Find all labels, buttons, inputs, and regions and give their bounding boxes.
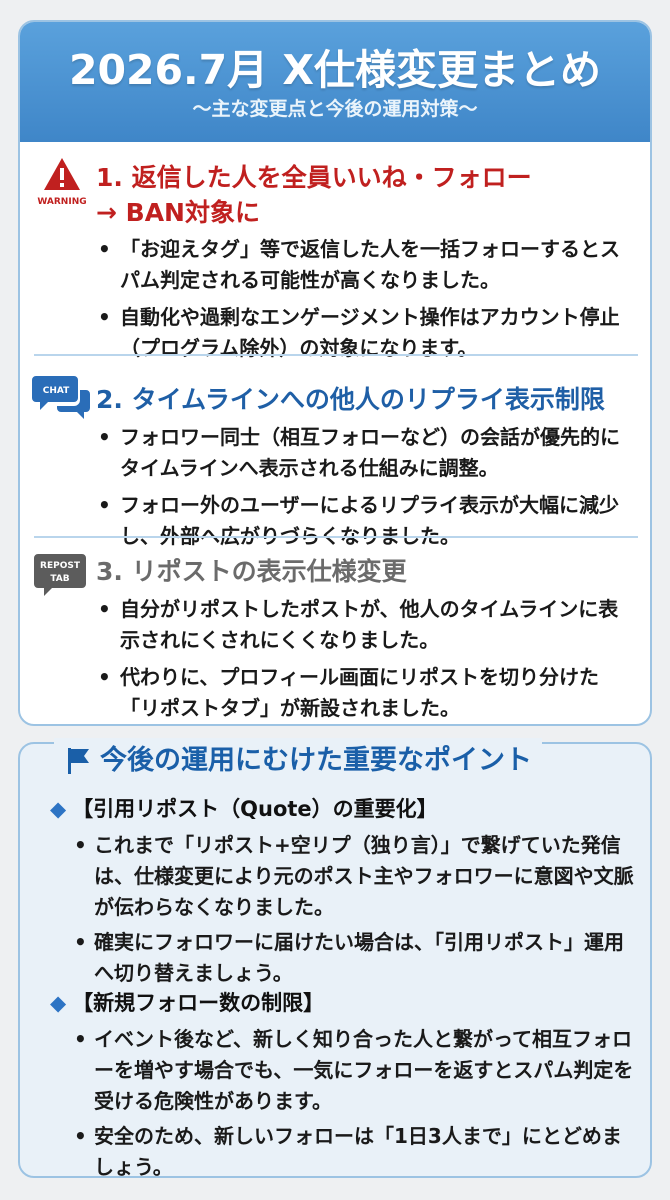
section-1-title-line2: → BAN対象に [96, 198, 260, 227]
list-item: 自分がリポストしたポストが、他人のタイムラインに表示されにくされにくくなりました… [98, 594, 638, 656]
points-title-wrap: 今後の運用にむけた重要なポイント [54, 738, 542, 784]
list-item: 代わりに、プロフィール画面にリポストを切り分けた「リポストタブ」が新設されました… [98, 662, 638, 724]
divider [34, 354, 638, 356]
section-1-title: 1. 返信した人を全員いいね・フォロー → BAN対象に [96, 160, 532, 230]
point-1-head: ◆【引用リポスト（Quote）の重要化】 [50, 794, 438, 824]
divider [34, 536, 638, 538]
page-subtitle: 〜主な変更点と今後の運用対策〜 [192, 98, 478, 120]
points-title: 今後の運用にむけた重要なポイント [100, 745, 532, 776]
list-item: これまで「リポスト+空リプ（独り言）」で繋げていた発信は、仕様変更により元のポス… [74, 830, 634, 923]
section-2-bullets: フォロワー同士（相互フォローなど）の会話が優先的にタイムラインへ表示される仕組み… [98, 422, 638, 558]
repost-icon-label-2: TAB [50, 574, 69, 584]
section-2-title: 2. タイムラインへの他人のリプライ表示制限 [96, 382, 605, 417]
repost-icon-label-1: REPOST [40, 561, 81, 571]
diamond-icon: ◆ [50, 797, 67, 821]
repost-tab-icon: REPOST TAB [32, 550, 92, 606]
warning-icon: WARNING [32, 154, 92, 210]
section-2-title-line1: 2. タイムラインへの他人のリプライ表示制限 [96, 385, 605, 414]
warning-icon-label: WARNING [37, 197, 86, 207]
section-1-bullets: 「お迎えタグ」等で返信した人を一括フォローするとスパム判定される可能性が高くなり… [98, 234, 638, 370]
changes-card: 2026.7月 X仕様変更まとめ 〜主な変更点と今後の運用対策〜 WARNING… [18, 20, 652, 726]
section-1-title-line1: 1. 返信した人を全員いいね・フォロー [96, 163, 532, 192]
point-2-head: ◆【新規フォロー数の制限】 [50, 988, 324, 1018]
list-item: 自動化や過剰なエンゲージメント操作はアカウント停止（プログラム除外）の対象になり… [98, 302, 638, 364]
points-card: 今後の運用にむけた重要なポイント ◆【引用リポスト（Quote）の重要化】 これ… [18, 738, 652, 1179]
point-2-bullets: イベント後など、新しく知り合った人と繋がって相互フォローを増やす場合でも、一気に… [74, 1024, 634, 1187]
section-3-title-line1: 3. リポストの表示仕様変更 [96, 557, 407, 586]
list-item: 「お迎えタグ」等で返信した人を一括フォローするとスパム判定される可能性が高くなり… [98, 234, 638, 296]
list-item: 確実にフォロワーに届けたい場合は、「引用リポスト」運用へ切り替えましょう。 [74, 927, 634, 989]
list-item: 安全のため、新しいフォローは「1日3人まで」にとどめましょう。 [74, 1121, 634, 1183]
list-item: イベント後など、新しく知り合った人と繋がって相互フォローを増やす場合でも、一気に… [74, 1024, 634, 1117]
section-3-title: 3. リポストの表示仕様変更 [96, 554, 407, 589]
chat-icon: CHAT [32, 370, 92, 426]
list-item: フォロワー同士（相互フォローなど）の会話が優先的にタイムラインへ表示される仕組み… [98, 422, 638, 484]
point-1-heading: 【引用リポスト（Quote）の重要化】 [72, 797, 438, 821]
header-banner: 2026.7月 X仕様変更まとめ 〜主な変更点と今後の運用対策〜 [20, 22, 650, 142]
point-2-heading: 【新規フォロー数の制限】 [72, 991, 325, 1015]
point-1-bullets: これまで「リポスト+空リプ（独り言）」で繋げていた発信は、仕様変更により元のポス… [74, 830, 634, 993]
flag-icon [66, 746, 92, 776]
page-title: 2026.7月 X仕様変更まとめ [68, 46, 602, 94]
chat-icon-label: CHAT [43, 386, 70, 396]
diamond-icon: ◆ [50, 991, 67, 1015]
section-3-bullets: 自分がリポストしたポストが、他人のタイムラインに表示されにくされにくくなりました… [98, 594, 638, 724]
list-item: フォロー外のユーザーによるリプライ表示が大幅に減少し、外部へ広がりづらくなりまし… [98, 490, 638, 552]
